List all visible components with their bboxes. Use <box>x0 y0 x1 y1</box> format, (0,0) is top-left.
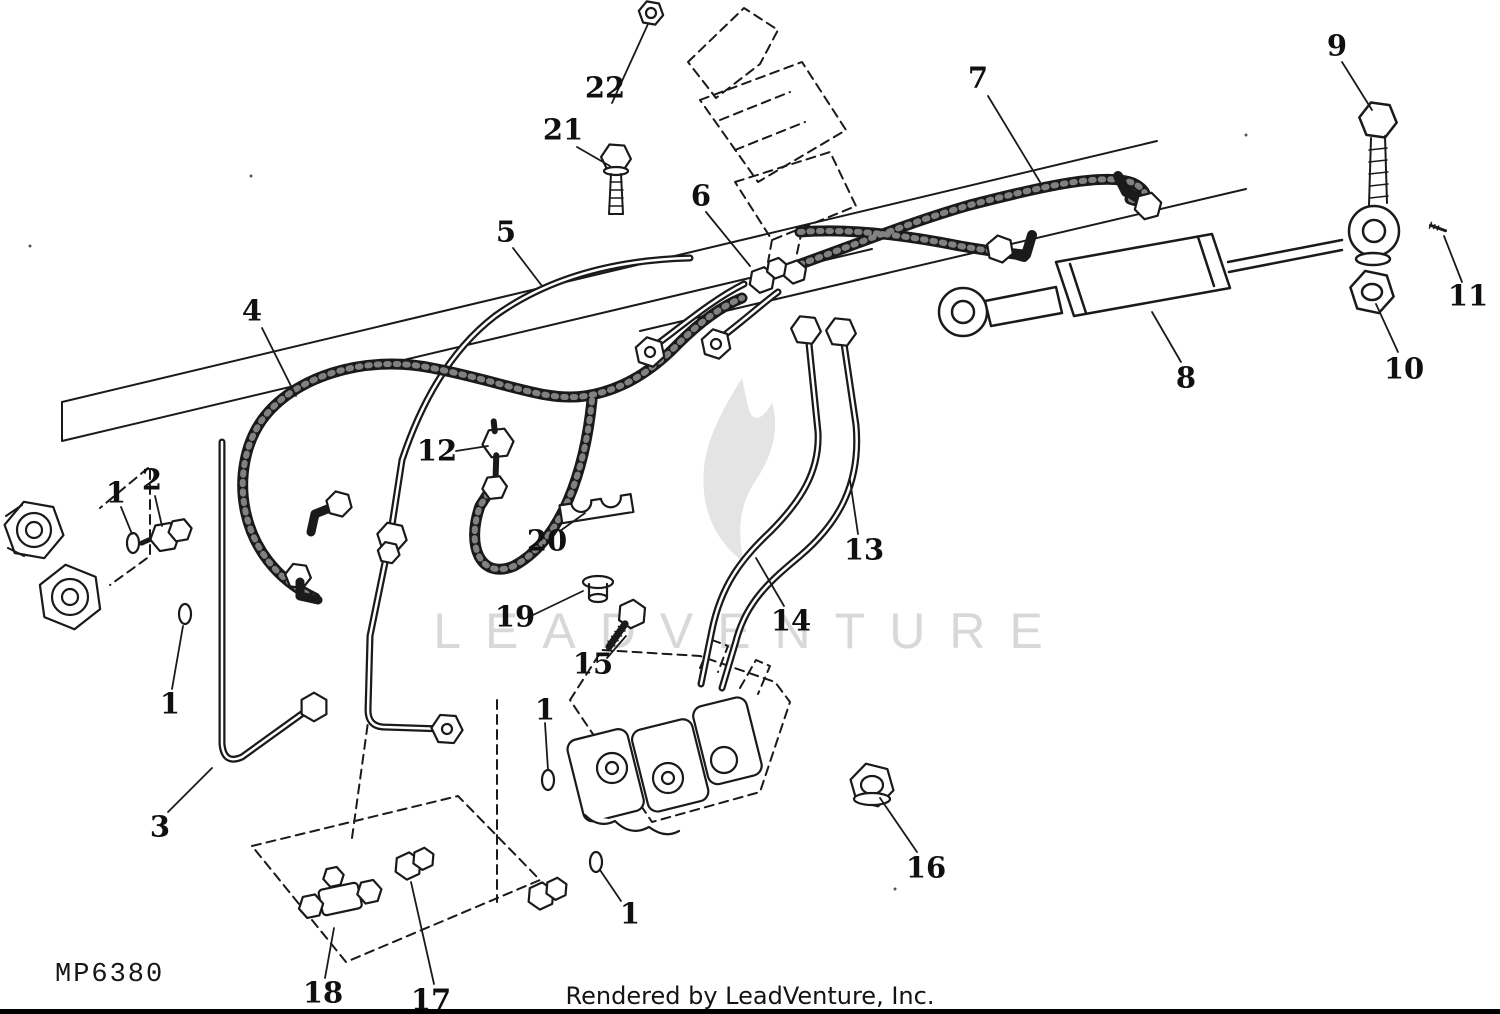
drawing-code: MP6380 <box>55 960 165 990</box>
callout-19: 19 <box>494 599 536 634</box>
o-ring-1c <box>540 768 556 792</box>
engine-boss-left <box>0 499 111 635</box>
tube-3 <box>218 438 314 763</box>
hose-4-loop <box>469 394 598 575</box>
tube-end-fitting-b <box>294 687 334 727</box>
callout-22: 22 <box>584 70 626 105</box>
callout-1: 1 <box>534 692 556 727</box>
callout-8: 8 <box>1175 360 1197 395</box>
clamp-20 <box>558 493 635 525</box>
grommet-19 <box>581 574 615 604</box>
callout-4: 4 <box>241 293 263 328</box>
o-ring-1b <box>177 602 193 626</box>
watermark-flame-logo <box>703 378 776 562</box>
callout-10: 10 <box>1383 351 1425 386</box>
callout-15: 15 <box>572 646 614 681</box>
center-fitting-a <box>630 333 670 371</box>
control-valve <box>566 696 763 836</box>
tube14-fitting <box>823 316 859 348</box>
nut-22 <box>635 0 667 27</box>
fitting-2 <box>139 517 195 554</box>
elbow-fitting-right-b <box>1113 171 1166 223</box>
callout-18: 18 <box>302 975 344 1010</box>
center-fitting-b <box>696 325 736 363</box>
elbow-fitting-right-a <box>981 230 1037 266</box>
footer-credit: Rendered by LeadVenture, Inc. <box>565 982 935 1010</box>
callout-14: 14 <box>770 603 812 638</box>
callout-13: 13 <box>843 532 885 567</box>
leader-lines <box>120 23 1463 985</box>
elbow-fitting-lower <box>282 561 323 605</box>
steering-cylinder <box>937 99 1448 338</box>
tube13-fitting <box>788 314 824 346</box>
callout-5: 5 <box>495 214 517 249</box>
cylinder-rod <box>1226 238 1344 264</box>
o-ring-1d <box>588 850 604 874</box>
bolt-21 <box>598 142 634 215</box>
scan-specks <box>28 133 1248 891</box>
option-boundary <box>251 795 541 963</box>
scan-edge-bar <box>0 1009 1500 1014</box>
fitting-12 <box>479 418 517 501</box>
callout-1: 1 <box>619 896 641 931</box>
o-ring-1a <box>125 531 141 555</box>
cylinder-body <box>1054 232 1232 318</box>
tee-fitting-18 <box>295 865 385 921</box>
steering-column-outline <box>687 7 779 99</box>
hose-4 <box>237 292 748 604</box>
hose-7-long <box>749 173 1151 286</box>
fittings <box>125 0 1166 921</box>
steel-tube-centers <box>220 256 858 761</box>
callout-9: 9 <box>1326 28 1348 63</box>
phantom-lines <box>99 7 857 963</box>
callout-12: 12 <box>416 433 458 468</box>
callout-2: 2 <box>141 462 163 497</box>
callout-1: 1 <box>105 475 127 510</box>
callout-6: 6 <box>690 178 712 213</box>
tube-end-fitting-a <box>429 713 465 745</box>
callout-11: 11 <box>1447 278 1489 313</box>
callout-3: 3 <box>149 809 171 844</box>
callout-20: 20 <box>526 523 568 558</box>
valve-phantom-outline <box>569 649 791 823</box>
elbow-fitting-upper <box>306 488 356 537</box>
valve-port-fitting <box>522 874 572 914</box>
fitting-17 <box>389 844 439 884</box>
hose-braid-texture <box>239 176 1149 601</box>
screw-11 <box>1428 221 1448 233</box>
leadventure-watermark: LEADVENTURE <box>433 378 1043 659</box>
nut-16 <box>844 759 900 811</box>
inline-fitting <box>373 519 411 566</box>
callout-1: 1 <box>159 686 181 721</box>
bolt-15 <box>605 594 653 651</box>
callout-16: 16 <box>905 850 947 885</box>
bolt-9 <box>1355 99 1401 141</box>
callout-7: 7 <box>967 60 989 95</box>
callout-21: 21 <box>542 112 584 147</box>
